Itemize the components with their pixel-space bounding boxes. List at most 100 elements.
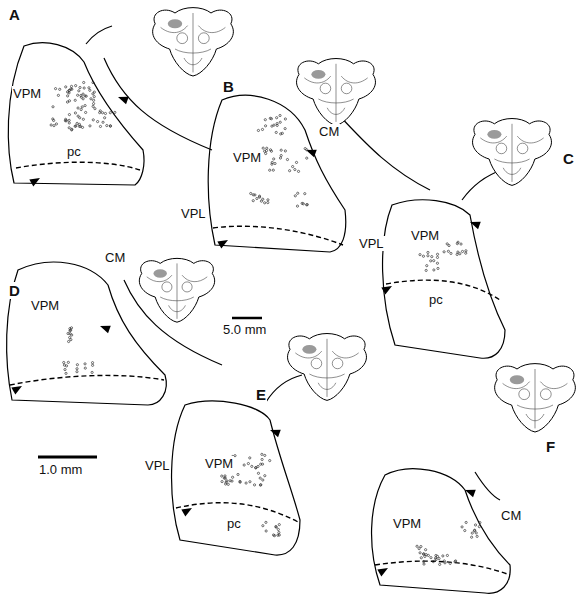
arrowhead [377, 565, 390, 577]
labelled-cell [286, 158, 288, 160]
labelled-cell [432, 561, 434, 563]
region-label: CM [104, 250, 126, 265]
labelled-cell [435, 558, 437, 560]
thumbnail-lines [304, 64, 367, 122]
labelled-cell [279, 121, 281, 123]
labelled-cell [262, 525, 264, 527]
arrowhead [464, 486, 476, 497]
thumbnail-outline [139, 258, 214, 322]
labelled-cell [84, 367, 86, 369]
labelled-cell [471, 536, 473, 538]
brainstem-thumbnail [153, 8, 234, 76]
labelled-cell [269, 117, 271, 119]
labelled-cell [102, 121, 104, 123]
labelled-cell [272, 534, 274, 536]
labelled-cell [430, 260, 432, 262]
scale-label: 5.0 mm [222, 322, 267, 337]
labelled-cell [264, 125, 266, 127]
panel-letter: F [545, 438, 556, 455]
labelled-cell [253, 484, 255, 486]
labelled-cell [78, 90, 80, 92]
boundary-curve [462, 170, 502, 200]
labelled-cell [261, 128, 263, 130]
labelled-cell [79, 86, 81, 88]
region-label: VPM [392, 516, 422, 531]
thumbnail-lines [161, 13, 226, 72]
labelled-cell [239, 480, 241, 482]
nucleus-outline [8, 43, 144, 185]
labelled-cell [438, 557, 440, 559]
labelled-cell [79, 117, 81, 119]
scale-bar [232, 317, 262, 320]
labelled-cell [459, 253, 461, 255]
thumbnail-outline [297, 59, 376, 126]
labelled-cell [295, 161, 297, 163]
arrowhead [29, 175, 42, 187]
labelled-cell [447, 250, 449, 252]
thumbnail-lines [480, 124, 543, 182]
labelled-cell [250, 192, 252, 194]
arrowhead [181, 505, 194, 517]
labelled-cell [109, 125, 111, 127]
labelled-cell [224, 477, 226, 479]
arrowhead [99, 322, 111, 333]
thumbnail-highlight [510, 375, 524, 384]
labelled-cell [430, 557, 432, 559]
thumbnail-outline [153, 8, 234, 76]
region-label: pc [66, 144, 82, 159]
labelled-cell [239, 481, 241, 483]
labelled-cell [80, 108, 82, 110]
labelled-cell [306, 157, 308, 159]
labelled-cell [264, 475, 266, 477]
pc-boundary [10, 375, 164, 385]
labelled-cell [256, 197, 258, 199]
labelled-cell [473, 530, 475, 532]
region-label: VPL [144, 458, 171, 473]
labelled-cell [265, 530, 267, 532]
panel-letter: B [222, 78, 235, 95]
labelled-cell [55, 123, 57, 125]
labelled-cell [70, 85, 72, 87]
labelled-cell [81, 126, 83, 128]
labelled-cell [479, 521, 481, 523]
panel-letter: C [562, 150, 575, 167]
region-label: VPM [410, 228, 440, 243]
labelled-cell [424, 555, 426, 557]
labelled-cell [265, 152, 267, 154]
labelled-cell [82, 93, 84, 95]
labelled-cell [92, 105, 94, 107]
arrowhead [381, 283, 394, 295]
labelled-cell [101, 112, 103, 114]
thumbnail-lines [503, 369, 568, 428]
labelled-cell [257, 129, 259, 131]
labelled-cell [444, 562, 446, 564]
labelled-cell [423, 561, 425, 563]
labelled-cell [69, 333, 71, 335]
region-label: CM [318, 124, 340, 139]
labelled-cell [97, 120, 99, 122]
labelled-cell [275, 525, 277, 527]
labelled-cell [267, 199, 269, 201]
labelled-cell [277, 528, 279, 530]
thumbnail-nucleus [177, 33, 188, 44]
labelled-cell [89, 125, 91, 127]
labelled-cell [294, 195, 296, 197]
thumbnail-nucleus [198, 33, 209, 44]
arrowhead [305, 146, 317, 157]
labelled-cell [448, 244, 450, 246]
labelled-cell [63, 361, 65, 363]
labelled-cell [64, 368, 66, 370]
labelled-cell [234, 455, 236, 457]
labelled-cell [455, 560, 457, 562]
labelled-cell [262, 479, 264, 481]
panel-letter: D [8, 282, 21, 299]
labelled-cell [465, 252, 467, 254]
labelled-cell [306, 149, 308, 151]
labelled-cell [425, 269, 427, 271]
labelled-cell [68, 113, 70, 115]
labelled-cell [76, 122, 78, 124]
labelled-cell [457, 251, 459, 253]
labelled-cell [436, 256, 438, 258]
labelled-cell [94, 108, 96, 110]
